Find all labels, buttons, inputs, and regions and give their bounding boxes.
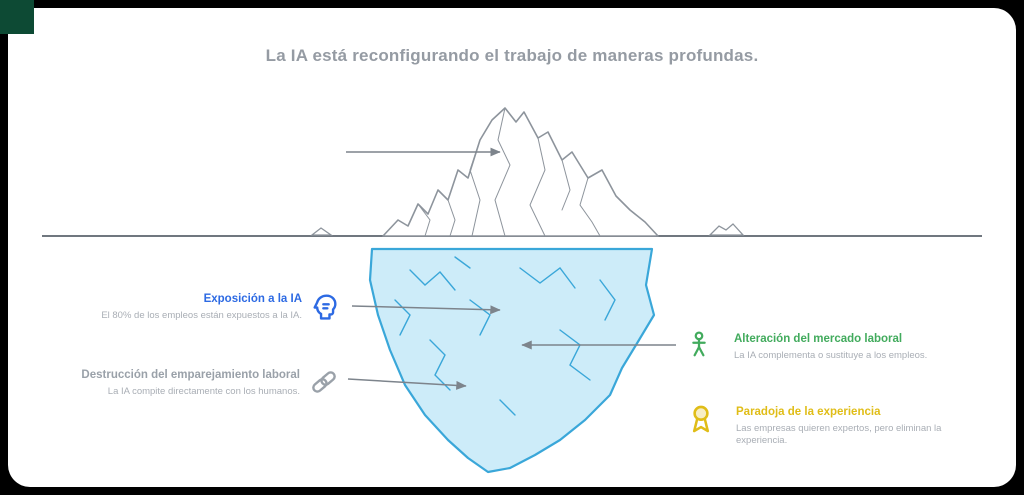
head-voice-icon — [308, 291, 340, 323]
callout-experience-desc: Las empresas quieren expertos, pero elim… — [736, 422, 942, 447]
small-iceberg-right — [708, 223, 745, 236]
callout-experience: Paradoja de la experiencia Las empresas … — [736, 406, 946, 447]
callout-market: Alteración del mercado laboral La IA com… — [734, 333, 984, 362]
callout-market-title: Alteración del mercado laboral — [734, 333, 903, 345]
callout-exposure-title: Exposición a la IA — [203, 293, 302, 305]
iceberg-below — [368, 247, 656, 474]
callout-matching-title: Destrucción del emparejamiento laboral — [81, 369, 300, 381]
callout-exposure-desc: El 80% de los empleos están expuestos a … — [101, 309, 302, 321]
callout-market-desc: La IA complementa o sustituye a los empl… — [734, 349, 928, 361]
award-icon — [684, 402, 718, 436]
arrow-matching — [347, 378, 467, 390]
iceberg-above — [382, 107, 659, 237]
chain-link-icon — [308, 366, 340, 398]
small-iceberg-left — [310, 227, 334, 236]
iceberg-crack-lines — [394, 256, 616, 416]
iceberg-facet-lines — [417, 107, 601, 237]
person-icon — [684, 329, 714, 359]
callout-experience-title: Paradoja de la experiencia — [736, 406, 881, 418]
callout-matching-desc: La IA compite directamente con los human… — [107, 385, 300, 397]
callout-exposure: Exposición a la IA El 80% de los empleos… — [58, 293, 302, 322]
arrow-exposure — [351, 305, 501, 315]
callout-matching: Destrucción del emparejamiento laboral L… — [56, 369, 300, 398]
corner-logo — [0, 0, 34, 34]
page-title: La IA está reconfigurando el trabajo de … — [265, 46, 759, 65]
